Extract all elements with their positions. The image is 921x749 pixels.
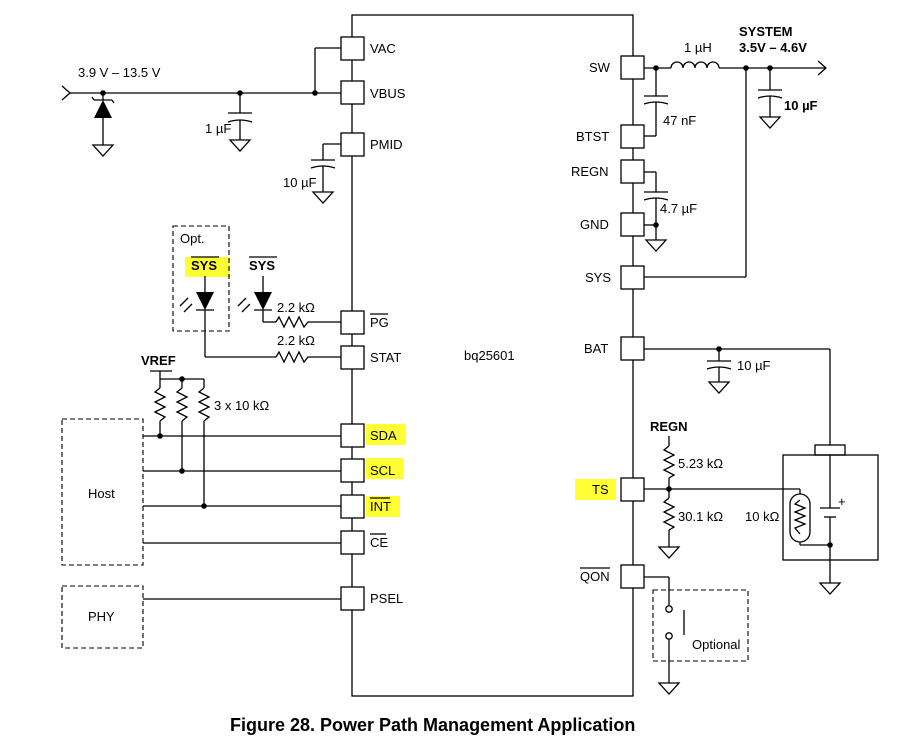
vref-label: VREF bbox=[141, 353, 176, 368]
led-stat bbox=[179, 276, 276, 358]
bat-network bbox=[644, 346, 831, 445]
cap-10uf-bat-label: 10 µF bbox=[737, 358, 771, 373]
system-range: 3.5V – 4.6V bbox=[739, 40, 807, 55]
pin-qon bbox=[620, 564, 645, 589]
figure-caption: Figure 28. Power Path Management Applica… bbox=[230, 715, 635, 735]
sys-led1-label: SYS bbox=[191, 258, 217, 273]
pin-label-ce: CE bbox=[370, 535, 388, 550]
led-pg bbox=[237, 276, 276, 323]
resistor-stat bbox=[275, 350, 341, 364]
pin-regn bbox=[620, 159, 645, 184]
regn-ref-label: REGN bbox=[650, 419, 688, 434]
r-pg-label: 2.2 kΩ bbox=[277, 300, 315, 315]
highlight-int bbox=[366, 496, 400, 517]
r-523k-label: 5.23 kΩ bbox=[678, 456, 723, 471]
opt-label: Opt. bbox=[180, 231, 205, 246]
cap-10uf-pmid-label: 10 µF bbox=[283, 175, 317, 190]
pin-label-qon: QON bbox=[580, 569, 610, 584]
battery-plus: + bbox=[838, 494, 846, 509]
pin-label-gnd: GND bbox=[580, 217, 609, 232]
highlight-sys-led bbox=[185, 257, 230, 277]
host-bus bbox=[143, 435, 341, 544]
pin-label-ts: TS bbox=[592, 482, 609, 497]
pin-label-pmid: PMID bbox=[370, 137, 403, 152]
thermistor-label: 10 kΩ bbox=[745, 509, 780, 524]
r-stat-label: 2.2 kΩ bbox=[277, 333, 315, 348]
pin-label-bat: BAT bbox=[584, 341, 608, 356]
input-range-label: 3.9 V – 13.5 V bbox=[78, 65, 161, 80]
pin-label-pg: PG bbox=[370, 315, 389, 330]
phy-box bbox=[61, 585, 144, 649]
pin-label-btst: BTST bbox=[576, 129, 609, 144]
opt-led-box bbox=[172, 225, 230, 332]
pin-scl bbox=[340, 458, 365, 483]
optional-box bbox=[652, 589, 749, 662]
pin-vac bbox=[340, 36, 365, 61]
pin-pmid bbox=[340, 132, 365, 157]
pin-stat bbox=[340, 345, 365, 370]
pin-bat bbox=[620, 336, 645, 361]
optional-label: Optional bbox=[692, 637, 741, 652]
pin-label-stat: STAT bbox=[370, 350, 401, 365]
pin-label-int: INT bbox=[370, 499, 391, 514]
pin-label-vac: VAC bbox=[370, 41, 396, 56]
pin-label-sys: SYS bbox=[585, 270, 611, 285]
pin-int bbox=[340, 494, 365, 519]
regn-cap bbox=[643, 171, 669, 252]
pin-label-sw: SW bbox=[589, 60, 611, 75]
highlight-sda bbox=[366, 424, 406, 445]
input-network bbox=[61, 47, 341, 157]
pin-ts bbox=[620, 477, 645, 502]
right-pins bbox=[620, 55, 645, 589]
pin-sys bbox=[620, 265, 645, 290]
system-title: SYSTEM bbox=[739, 24, 792, 39]
host-box bbox=[61, 418, 144, 566]
pin-sw bbox=[620, 55, 645, 80]
pin-label-scl: SCL bbox=[370, 463, 395, 478]
host-label: Host bbox=[88, 486, 115, 501]
pin-sda bbox=[340, 423, 365, 448]
pmid-cap bbox=[310, 143, 341, 204]
battery-pack bbox=[782, 444, 879, 595]
pin-label-regn: REGN bbox=[571, 164, 609, 179]
pin-label-vbus: VBUS bbox=[370, 86, 406, 101]
resistor-pg bbox=[275, 315, 341, 329]
cap-4-7uf-label: 4.7 µF bbox=[660, 201, 697, 216]
highlight-ts bbox=[575, 479, 616, 500]
ts-network bbox=[644, 436, 800, 559]
chip-name: bq25601 bbox=[464, 348, 515, 363]
r-301k-label: 30.1 kΩ bbox=[678, 509, 723, 524]
sys-led2-label: SYS bbox=[249, 258, 275, 273]
pin-psel bbox=[340, 586, 365, 611]
pin-vbus bbox=[340, 80, 365, 105]
highlight-scl bbox=[366, 458, 404, 479]
pin-ce bbox=[340, 530, 365, 555]
pullup-network bbox=[150, 370, 211, 509]
pin-pg bbox=[340, 310, 365, 335]
pin-label-psel: PSEL bbox=[370, 591, 403, 606]
pin-gnd bbox=[620, 212, 645, 237]
pin-label-sda: SDA bbox=[370, 428, 397, 443]
pin-btst bbox=[620, 124, 645, 149]
left-pins bbox=[340, 36, 365, 611]
pullups-label: 3 x 10 kΩ bbox=[214, 398, 270, 413]
cap-10uf-sys-label: 10 µF bbox=[784, 98, 818, 113]
inductor-label: 1 µH bbox=[684, 40, 712, 55]
phy-label: PHY bbox=[88, 609, 115, 624]
qon-button bbox=[644, 576, 685, 695]
cap-1uf-label: 1 µF bbox=[205, 121, 231, 136]
sw-output bbox=[643, 60, 827, 278]
cap-47nf-label: 47 nF bbox=[663, 113, 696, 128]
